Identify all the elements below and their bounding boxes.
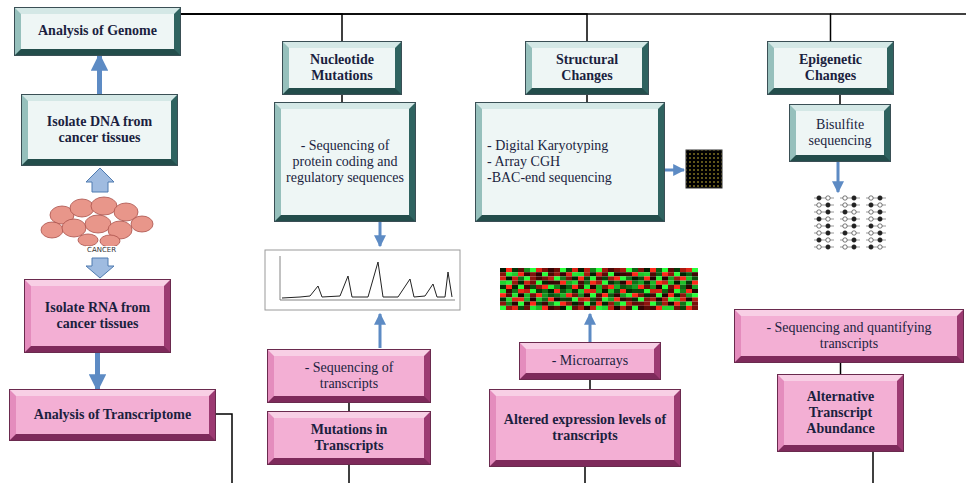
box-text: - Sequencing of protein coding and regul… — [286, 138, 404, 186]
box-heading: Isolate DNA from cancer tissues — [33, 114, 166, 146]
text-wrap: - Sequencing and quantifying transcripts — [741, 318, 957, 354]
arrow — [589, 314, 592, 342]
connector-line — [589, 379, 591, 390]
method-box: - Sequencing of protein coding and regul… — [275, 103, 415, 221]
text-wrap: Epigenetic Changes — [774, 50, 887, 86]
text-wrap: Structural Changes — [532, 50, 642, 86]
text-wrap: - Microarrays — [526, 351, 654, 371]
method-box: - Digital Karyotyping- Array CGH-BAC-end… — [476, 103, 664, 221]
continuation-line — [215, 414, 232, 483]
box-heading: Nucleotide Mutations — [294, 52, 390, 84]
chromatogram — [265, 250, 460, 310]
method-box: Bisulfite sequencing — [790, 105, 890, 161]
box-text: - Sequencing and quantifying transcripts — [746, 320, 952, 352]
text-wrap: Mutations in Transcripts — [274, 420, 424, 456]
text-wrap: - Sequencing of protein coding and regul… — [281, 136, 409, 188]
box-heading: Alternative Transcript Abundance — [789, 389, 892, 437]
continuation-line — [872, 451, 874, 483]
box-text: Bisulfite sequencing — [801, 117, 879, 149]
connector-line — [839, 94, 841, 105]
box-heading: Analysis of Genome — [26, 23, 169, 39]
category-box: Structural Changes — [526, 42, 648, 94]
text-wrap: Isolate DNA from cancer tissues — [28, 112, 171, 148]
box-heading: Mutations in Transcripts — [279, 422, 419, 454]
step-box: Analysis of Transcriptome — [10, 390, 215, 440]
genome-box: Analysis of Genome — [15, 8, 180, 55]
box-heading: Structural Changes — [537, 52, 637, 84]
box-text: - Digital Karyotyping — [487, 138, 653, 154]
up-arrow — [86, 168, 114, 192]
connector-line — [180, 14, 342, 42]
text-wrap: Altered expression levels of transcripts — [496, 410, 674, 446]
methylation-pattern — [814, 196, 886, 249]
connector-line — [180, 14, 831, 42]
box-text: -BAC-end sequencing — [487, 170, 653, 186]
connector-arrow — [97, 55, 102, 95]
result-box: Mutations in Transcripts — [268, 412, 430, 464]
text-wrap: Alternative Transcript Abundance — [784, 387, 897, 439]
method-box: - Microarrays — [520, 343, 660, 379]
text-wrap: Bisulfite sequencing — [796, 115, 884, 151]
arrow — [379, 222, 382, 246]
connector-line — [348, 402, 350, 412]
text-wrap: Analysis of Transcriptome — [16, 405, 209, 425]
method-box: - Sequencing of transcripts — [268, 350, 430, 402]
step-box: Isolate DNA from cancer tissues — [22, 95, 177, 165]
result-box: Alternative Transcript Abundance — [778, 375, 903, 451]
down-arrow — [86, 258, 114, 278]
cancer-cells — [41, 197, 153, 247]
category-box: Nucleotide Mutations — [283, 42, 401, 94]
text-wrap: - Digital Karyotyping- Array CGH-BAC-end… — [482, 136, 658, 188]
arrow — [665, 169, 684, 172]
text-wrap: Nucleotide Mutations — [289, 50, 395, 86]
box-text: - Sequencing of transcripts — [279, 360, 419, 392]
connector-line — [180, 14, 587, 42]
text-wrap: Isolate RNA from cancer tissues — [31, 298, 164, 334]
microarray-chip — [686, 150, 722, 188]
bus-line — [830, 13, 966, 15]
result-box: Altered expression levels of transcripts — [490, 390, 680, 466]
connector-line — [341, 94, 343, 103]
box-heading: Analysis of Transcriptome — [21, 407, 204, 423]
box-text: - Array CGH — [487, 154, 653, 170]
box-heading: Altered expression levels of transcripts — [501, 412, 669, 444]
arrow — [837, 162, 840, 192]
text-wrap: - Sequencing of transcripts — [274, 358, 424, 394]
box-heading: Isolate RNA from cancer tissues — [36, 300, 159, 332]
expression-heatmap — [500, 268, 698, 310]
step-box: Isolate RNA from cancer tissues — [25, 280, 170, 352]
box-heading: Epigenetic Changes — [779, 52, 882, 84]
method-box: - Sequencing and quantifying transcripts — [735, 310, 963, 362]
box-text: - Microarrays — [531, 353, 649, 369]
image-label: CANCER — [86, 246, 117, 254]
connector-arrow — [95, 352, 100, 390]
text-wrap: Analysis of Genome — [21, 21, 174, 41]
arrow — [379, 314, 382, 348]
connector-line — [840, 362, 842, 375]
category-box: Epigenetic Changes — [768, 42, 893, 94]
connector-line — [586, 94, 588, 103]
continuation-line — [584, 466, 586, 483]
